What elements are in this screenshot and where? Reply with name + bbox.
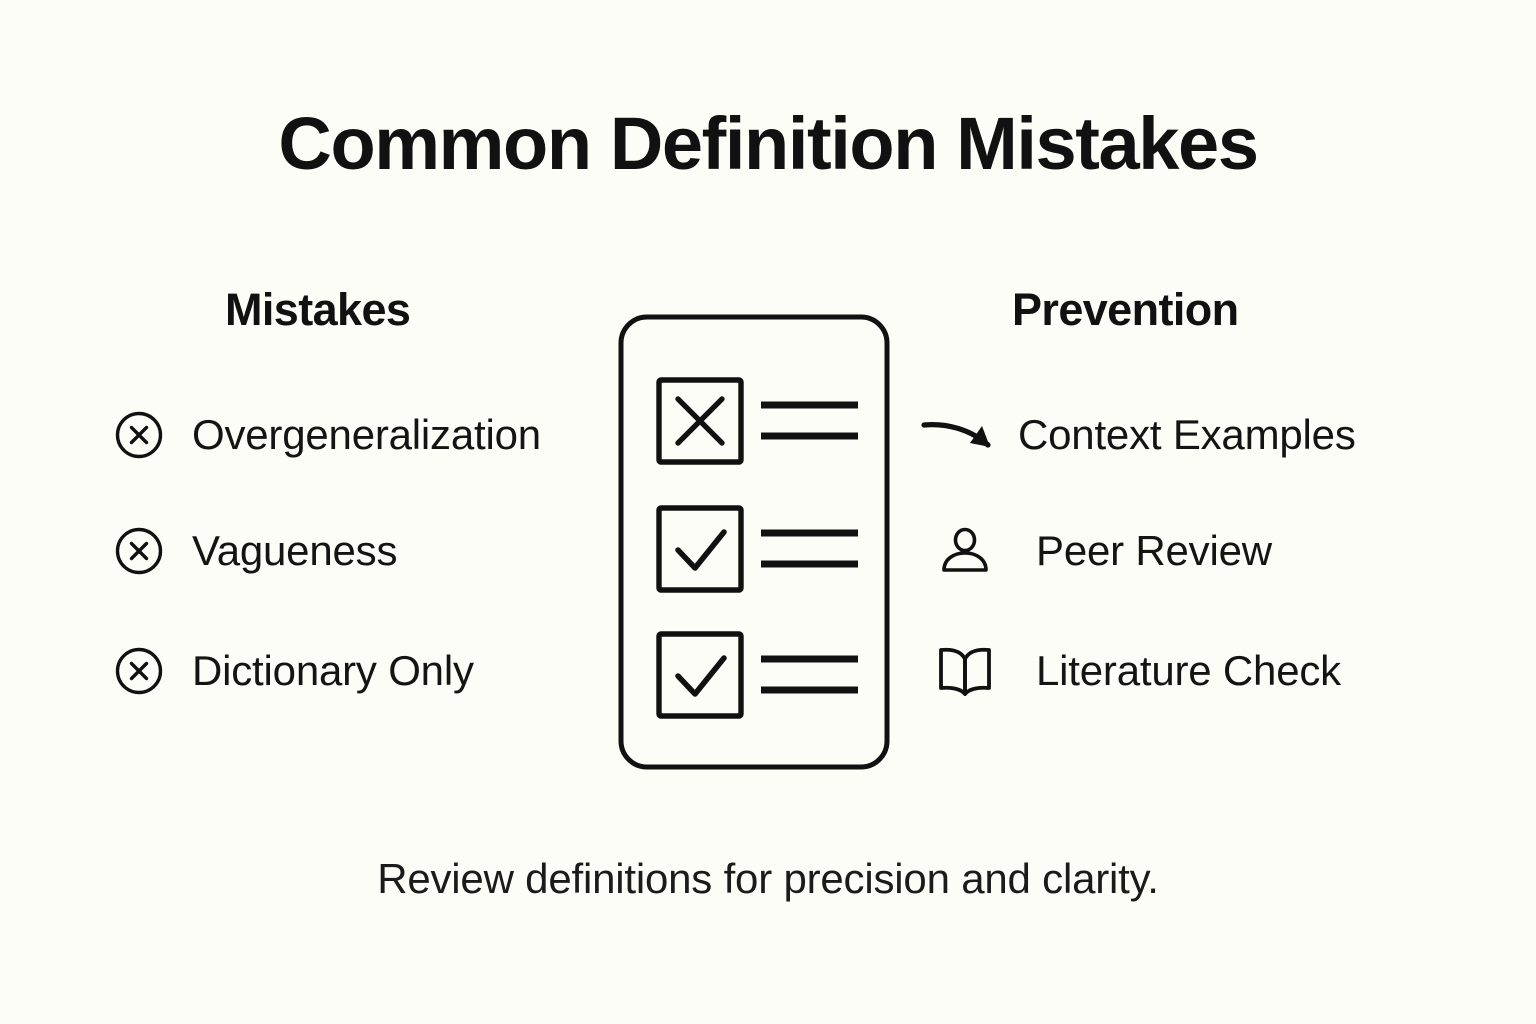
checklist-card-outline: [618, 314, 890, 770]
checkbox-box-2: [656, 505, 744, 593]
prevention-item-peer-review: Peer Review: [920, 522, 1272, 580]
mistakes-column-heading: Mistakes: [225, 284, 411, 335]
circle-x-icon: [110, 642, 168, 700]
prevention-column-heading: Prevention: [1012, 284, 1239, 335]
mistake-item-label: Dictionary Only: [192, 647, 474, 694]
open-book-icon: [930, 642, 1000, 700]
mistake-item-overgeneralization: Overgeneralization: [110, 406, 541, 464]
prevention-item-literature-check: Literature Check: [920, 642, 1341, 700]
curved-arrow-icon: [920, 406, 1006, 464]
circle-x-icon: [110, 406, 168, 464]
mistake-item-label: Overgeneralization: [192, 411, 541, 458]
checkbox-check-mark-3: [675, 655, 727, 697]
prevention-item-label: Context Examples: [1018, 411, 1356, 458]
person-icon: [930, 522, 1000, 580]
mistake-item-label: Vagueness: [192, 527, 398, 574]
checkbox-box-1: [656, 377, 744, 465]
mistake-item-dictionary-only: Dictionary Only: [110, 642, 474, 700]
checkbox-x-mark-1: [675, 396, 725, 446]
prevention-item-label: Literature Check: [1036, 647, 1341, 694]
circle-x-icon: [110, 522, 168, 580]
footer-caption: Review definitions for precision and cla…: [377, 855, 1159, 902]
mistake-item-vagueness: Vagueness: [110, 522, 397, 580]
page-title: Common Definition Mistakes: [278, 102, 1259, 185]
checkbox-box-3: [656, 631, 744, 719]
prevention-item-context-examples: Context Examples: [920, 406, 1356, 464]
prevention-item-label: Peer Review: [1036, 527, 1272, 574]
checklist-card-illustration: [618, 314, 890, 770]
checkbox-check-mark-2: [675, 529, 727, 571]
